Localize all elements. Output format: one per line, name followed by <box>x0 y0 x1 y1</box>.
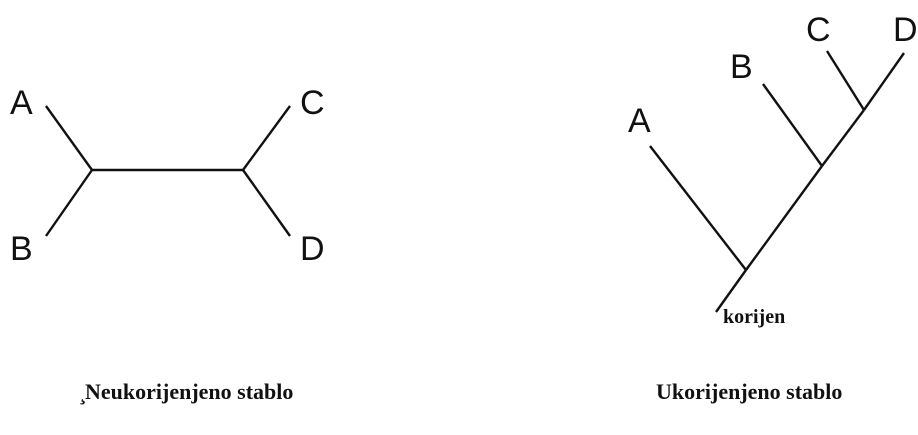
rooted-tree: A B C D korijen Ukorijenjeno stablo <box>628 11 918 404</box>
unrooted-tree-caption: Neukorijenjeno stablo <box>85 379 293 404</box>
unrooted-branch-d <box>242 169 291 237</box>
rooted-branch-cd <box>821 109 865 167</box>
root-label: korijen <box>723 306 785 328</box>
rooted-branch-c <box>825 50 866 111</box>
rooted-branch-b <box>762 83 823 167</box>
rooted-tree-caption: Ukorijenjeno stablo <box>656 379 842 404</box>
rooted-node-b-label: B <box>730 48 753 86</box>
rooted-root-branch <box>715 269 747 313</box>
rooted-node-c-label: C <box>806 11 831 49</box>
unrooted-node-c-label: C <box>300 84 325 122</box>
unrooted-branch-b <box>45 169 93 237</box>
unrooted-tree: A B C D ¸ Neukorijenjeno stablo <box>10 84 325 405</box>
rooted-node-d-label: D <box>893 11 918 49</box>
unrooted-node-b-label: B <box>10 230 33 268</box>
rooted-branch-a <box>649 145 747 271</box>
rooted-branch-bcd <box>745 165 823 271</box>
unrooted-branch-c <box>242 105 291 171</box>
unrooted-node-d-label: D <box>300 230 325 268</box>
unrooted-caption-mark: ¸ <box>79 380 86 405</box>
unrooted-node-a-label: A <box>10 84 33 122</box>
unrooted-branch-a <box>45 105 93 171</box>
rooted-branch-d <box>863 52 905 111</box>
rooted-node-a-label: A <box>628 102 651 140</box>
